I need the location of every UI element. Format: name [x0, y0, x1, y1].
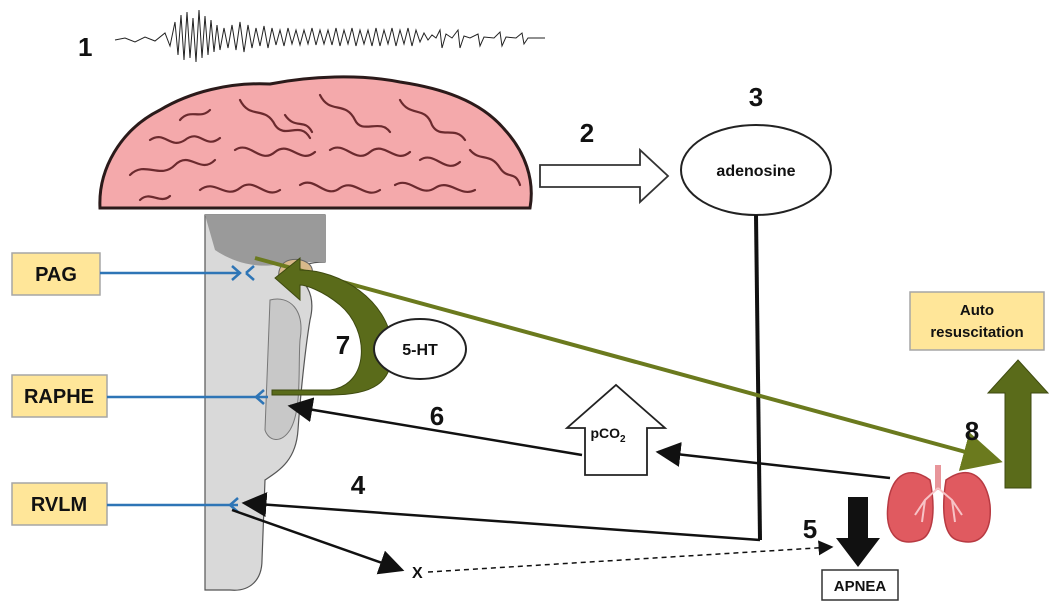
step-4-number: 4 — [351, 470, 366, 500]
step-7-number: 7 — [336, 330, 350, 360]
pco2-label: pCO2 — [590, 425, 626, 445]
lungs-illustration — [886, 465, 991, 543]
curved-arrow-step-7 — [271, 256, 393, 396]
step-1-number: 1 — [78, 32, 92, 62]
up-arrow-resuscitation — [986, 359, 1050, 489]
olive-line-pag-to-resuscitation — [254, 256, 1003, 471]
dashed-arrow-x-to-apnea — [427, 540, 834, 573]
adenosine-label: adenosine — [716, 163, 795, 180]
pag-tick — [231, 265, 242, 281]
apnea-label: APNEA — [834, 578, 887, 595]
rvlm-label-group: RVLM — [11, 482, 239, 526]
pag-label-box — [11, 252, 101, 296]
arrow-pco2-to-raphe — [287, 397, 583, 457]
apnea-box — [821, 569, 899, 601]
auto-resuscitation-label-line1: Auto — [960, 302, 994, 319]
brain-illustration — [98, 75, 533, 210]
rvlm-label: RVLM — [31, 494, 87, 516]
pco2-up-arrow — [564, 383, 668, 476]
x-label: X — [412, 565, 423, 582]
pag-label-group: PAG — [11, 252, 255, 296]
step-3-number: 3 — [749, 82, 763, 112]
raphe-label-group: RAPHE — [11, 374, 268, 418]
serotonin-label: 5-HT — [402, 342, 438, 359]
step-6-number: 6 — [430, 401, 444, 431]
eeg-trace — [114, 9, 545, 63]
step-5-number: 5 — [803, 514, 817, 544]
raphe-label: RAPHE — [24, 386, 94, 408]
serotonin-ellipse — [373, 318, 467, 380]
pag-label: PAG — [35, 264, 77, 286]
arrow-lungs-to-pco2 — [655, 442, 891, 480]
arrow-to-rvlm-step-4 — [241, 492, 761, 542]
step-2-number: 2 — [580, 118, 594, 148]
down-arrow-apnea — [836, 497, 880, 567]
rvlm-label-box — [11, 482, 108, 526]
hollow-arrow-step-2 — [539, 147, 670, 205]
step-8-number: 8 — [965, 416, 979, 446]
adenosine-pathway-line — [754, 214, 762, 541]
auto-resuscitation-label-line2: resuscitation — [930, 324, 1023, 341]
arrow-rvlm-to-x — [231, 508, 405, 575]
auto-resuscitation-box — [909, 291, 1045, 351]
